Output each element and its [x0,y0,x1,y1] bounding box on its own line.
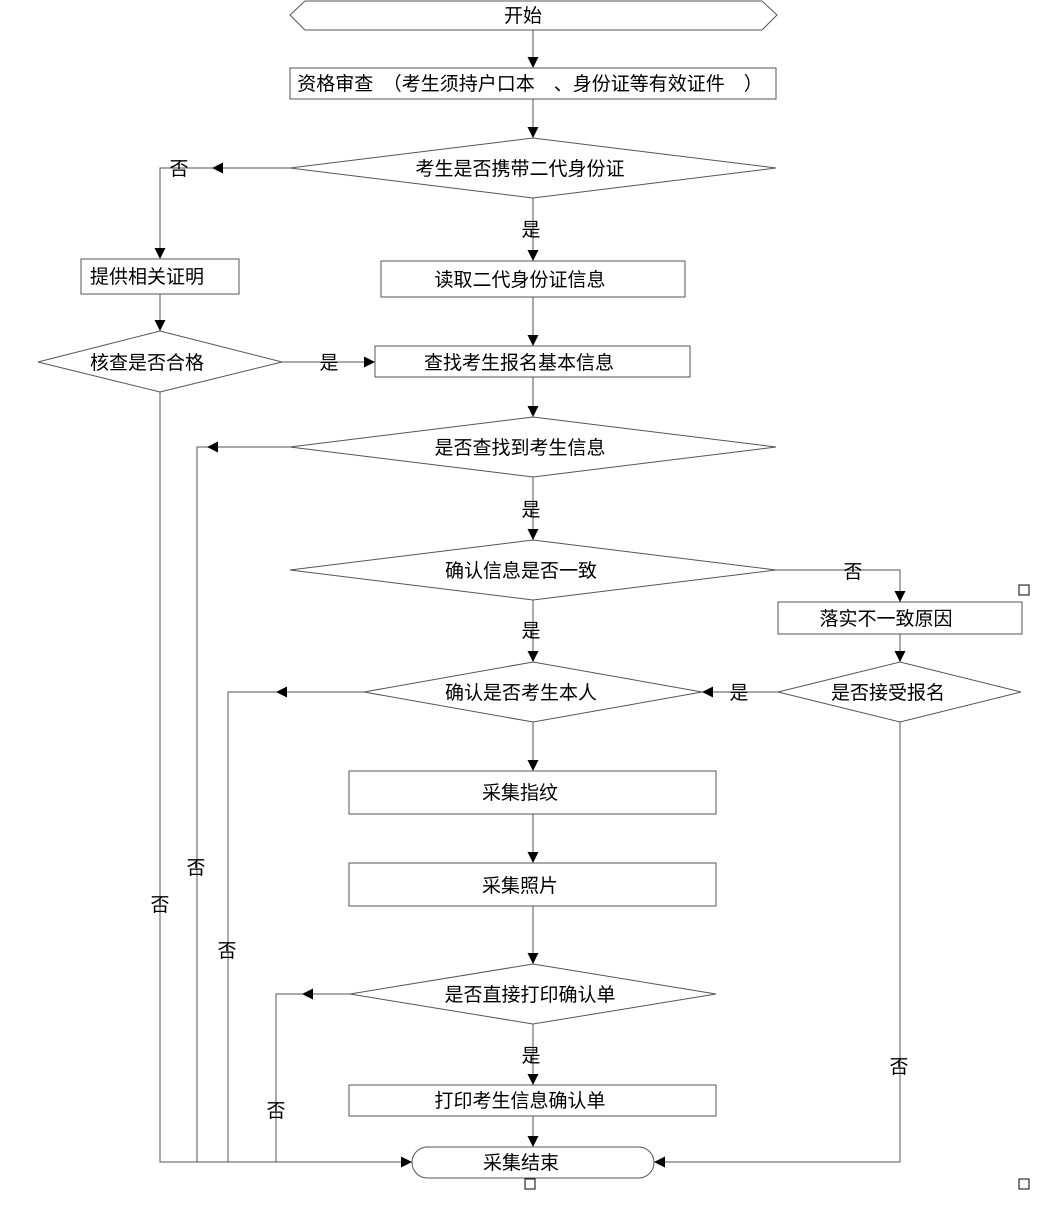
connectors [154,30,906,1168]
edge-label-candidate-no: 否 [217,940,236,962]
node-found-info: 是否查找到考生信息 [289,416,777,478]
selection-handle[interactable] [1018,584,1030,596]
arrow-consistent-no [776,569,906,602]
line-print-no [275,993,350,1162]
node-collect-photo: 采集照片 [348,862,717,907]
edge-labels: 否 是 是 是 否 是 是 否 否 否 是 否 否 [150,158,908,1122]
arrow-check-no-to-end [159,392,412,1168]
read-id-card-label: 读取二代身份证信息 [434,269,605,291]
edge-label-check-yes: 是 [319,352,338,374]
arrow-accept-no-to-end [654,722,901,1168]
selection-handle[interactable] [1018,1178,1030,1190]
provide-proof-label: 提供相关证明 [90,266,204,288]
edge-label-id-check-no: 否 [169,158,188,180]
has-id-card-label: 考生是否携带二代身份证 [415,158,624,180]
edge-label-id-check-yes: 是 [521,219,540,241]
edge-label-consistent-no: 否 [843,561,862,583]
find-cause-label: 落实不一致原因 [819,608,952,630]
found-info-label: 是否查找到考生信息 [434,437,605,459]
node-is-candidate: 确认是否考生本人 [363,661,703,723]
end-label: 采集结束 [483,1152,559,1174]
print-confirmation-label: 打印考生信息确认单 [434,1090,605,1112]
find-basic-info-label: 查找考生报名基本信息 [424,352,614,374]
selection-handles [524,584,1030,1190]
edge-label-consistent-yes: 是 [521,620,540,642]
line-candidate-no [227,691,364,1162]
node-read-id-card: 读取二代身份证信息 [380,260,686,298]
node-collect-fingerprint: 采集指纹 [348,770,717,815]
edge-label-print-yes: 是 [521,1045,540,1067]
collect-photo-label: 采集照片 [482,875,558,897]
node-start: 开始 [289,0,778,31]
edge-label-accept-no: 否 [889,1056,908,1078]
node-print-directly: 是否直接打印确认单 [349,963,717,1025]
edge-label-check-no: 否 [150,894,169,916]
edge-label-found-no: 否 [186,857,205,879]
node-has-id-card: 考生是否携带二代身份证 [289,137,777,199]
node-info-consistent: 确认信息是否一致 [289,539,777,601]
node-end: 采集结束 [411,1146,655,1179]
accept-registration-label: 是否接受报名 [831,682,945,704]
is-candidate-label: 确认是否考生本人 [445,682,597,704]
edge-label-found-yes: 是 [521,499,540,521]
node-provide-proof: 提供相关证明 [80,258,240,295]
info-consistent-label: 确认信息是否一致 [445,560,597,582]
start-label: 开始 [504,5,542,27]
collect-fingerprint-label: 采集指纹 [482,782,558,804]
selection-handle[interactable] [524,1178,536,1190]
node-find-cause: 落实不一致原因 [777,601,1023,635]
arrow-id-check-no [154,167,290,259]
node-find-basic-info: 查找考生报名基本信息 [374,345,691,378]
node-print-confirmation: 打印考生信息确认单 [348,1084,717,1117]
edge-label-print-no: 否 [266,1100,285,1122]
check-pass-label: 核查是否合格 [90,352,204,374]
edge-label-accept-yes: 是 [729,682,748,704]
node-check-pass: 核查是否合格 [37,330,283,393]
node-accept-registration: 是否接受报名 [777,661,1022,723]
qualify-label: 资格审查 （考生须持户口本 、身份证等有效证件 ） [297,73,763,95]
node-qualify: 资格审查 （考生须持户口本 、身份证等有效证件 ） [289,67,777,100]
print-directly-label: 是否直接打印确认单 [444,984,615,1006]
